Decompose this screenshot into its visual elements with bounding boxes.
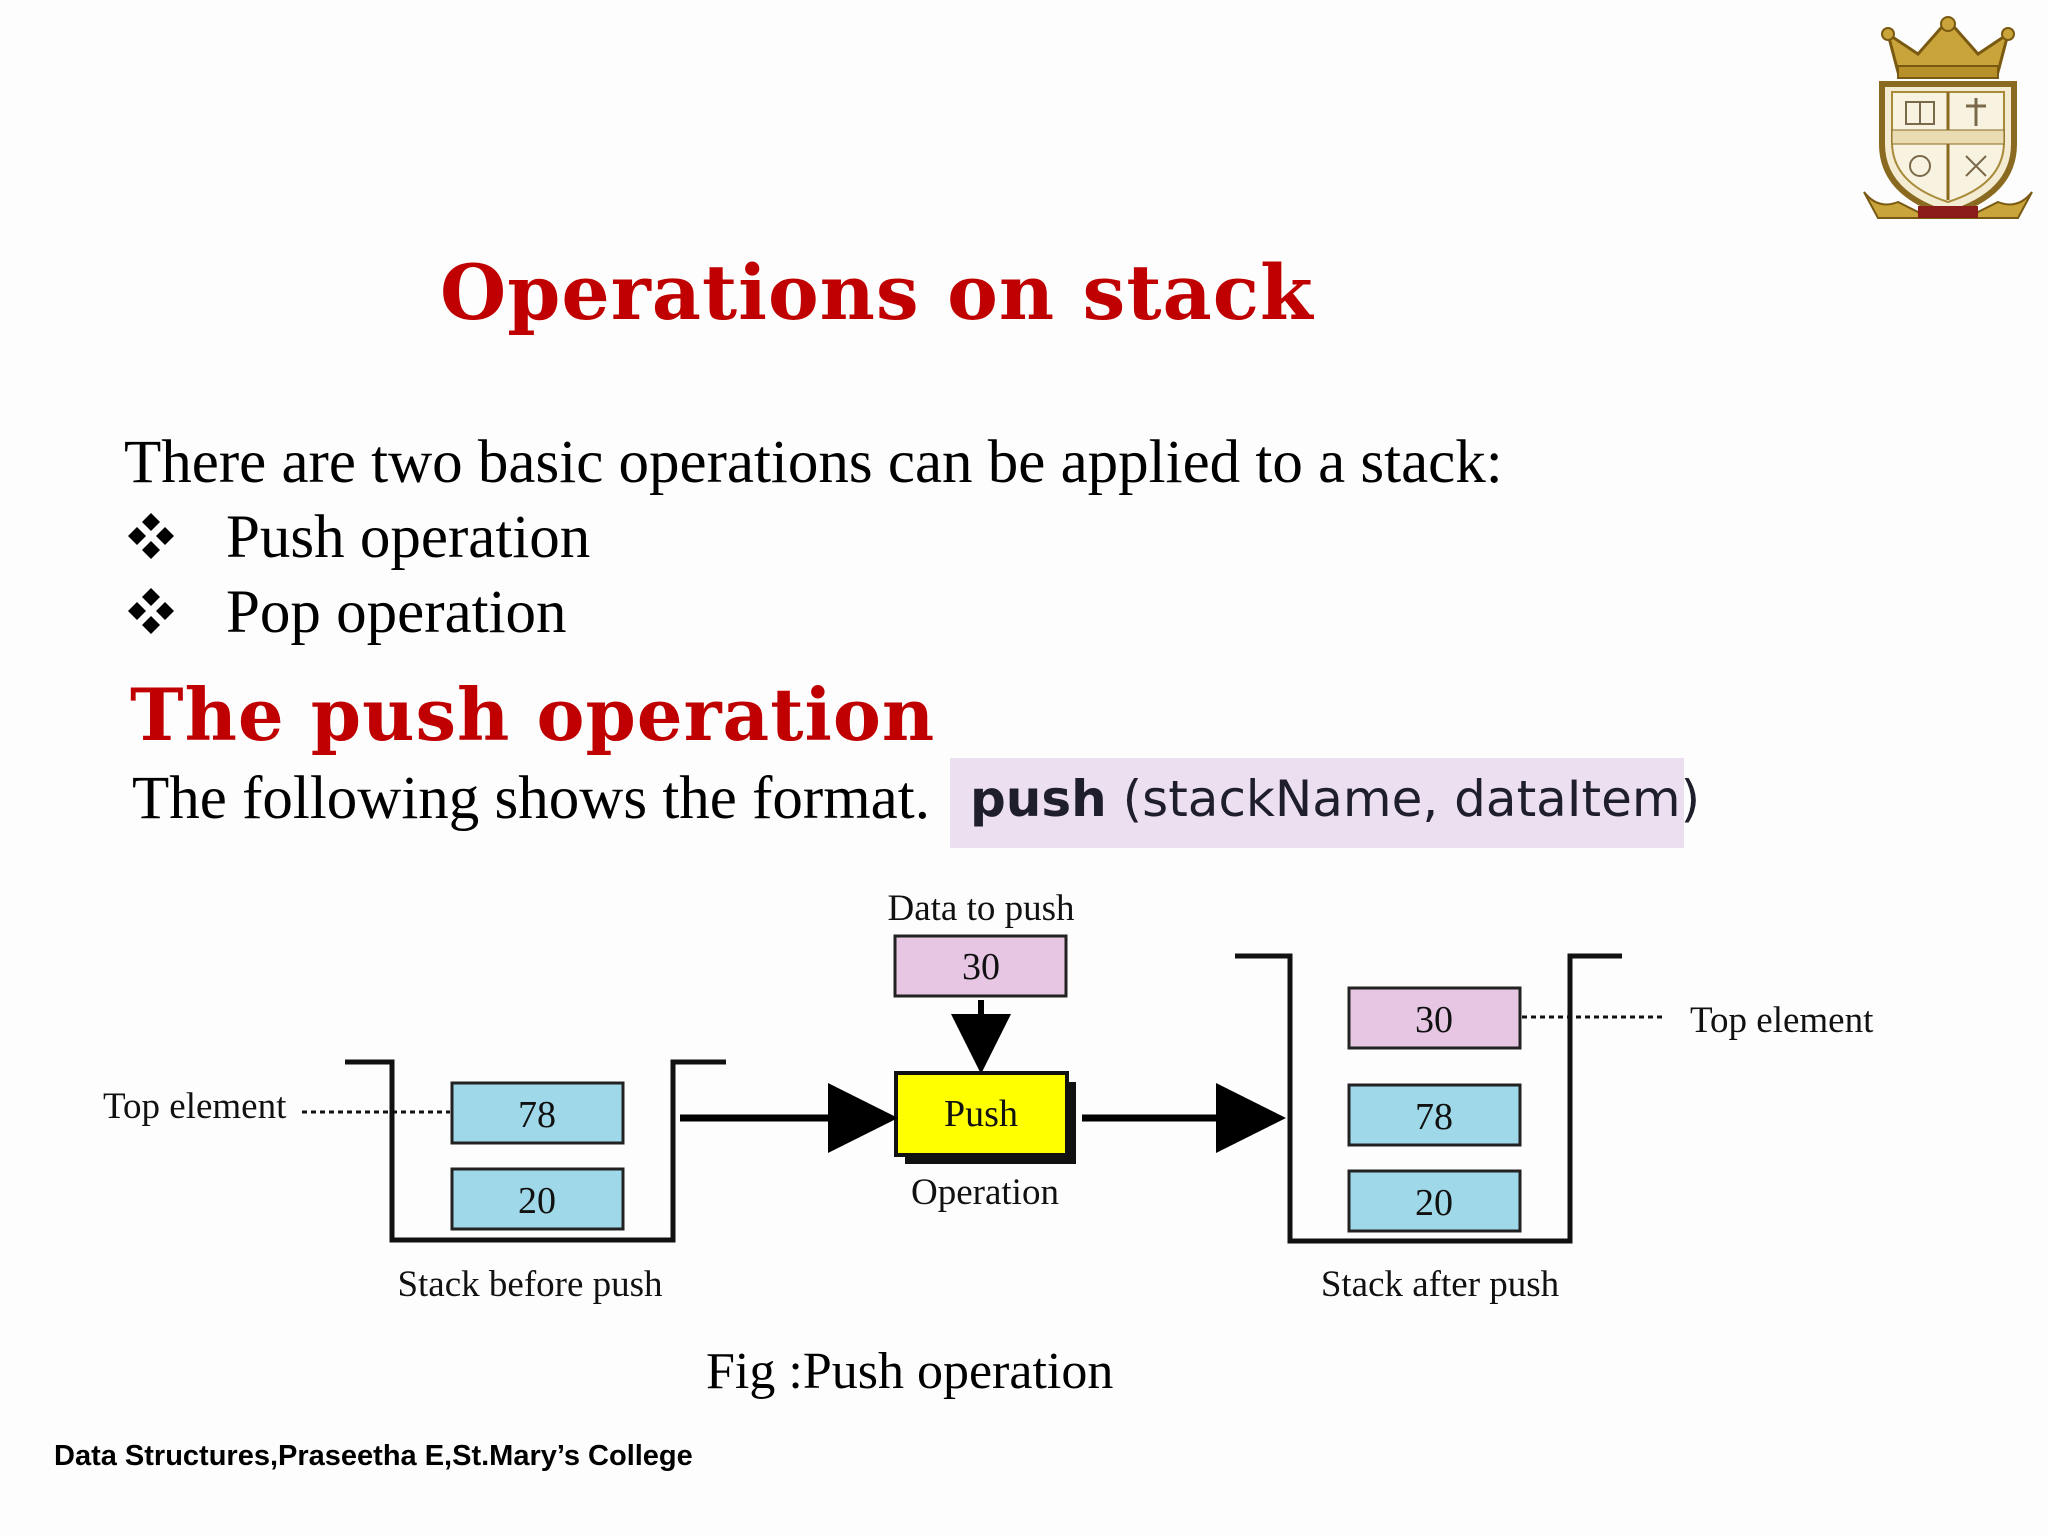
top-element-label-after: Top element bbox=[1690, 1000, 1874, 1041]
data-item-value: 30 bbox=[962, 946, 1000, 988]
diamond-bullet-icon bbox=[128, 513, 174, 559]
stack-after-item bbox=[1347, 1083, 1522, 1147]
section-heading: The push operation bbox=[130, 672, 936, 757]
stack-before-item-value: 20 bbox=[518, 1180, 556, 1222]
stack-after-container bbox=[1235, 953, 1622, 1244]
stack-before-item bbox=[450, 1081, 625, 1145]
stack-after-item-value: 78 bbox=[1415, 1096, 1453, 1138]
figure-caption: Fig :Push operation bbox=[706, 1343, 1114, 1400]
stack-before-container bbox=[345, 1059, 726, 1243]
top-element-label-before: Top element bbox=[103, 1086, 287, 1127]
stack-after-caption: Stack after push bbox=[1321, 1264, 1560, 1305]
code-keyword: push bbox=[970, 770, 1107, 828]
slide-footer: Data Structures,Praseetha E,St.Mary’s Co… bbox=[54, 1440, 693, 1472]
push-box bbox=[894, 1071, 1069, 1157]
format-code-box: push (stackName, dataItem) bbox=[950, 758, 1700, 848]
data-item-box bbox=[893, 934, 1068, 998]
data-to-push-label: Data to push bbox=[887, 888, 1075, 929]
intro-text: There are two basic operations can be ap… bbox=[124, 429, 1503, 496]
stack-before-item-value: 78 bbox=[518, 1094, 556, 1136]
push-label: Push bbox=[944, 1093, 1018, 1135]
diamond-bullet-icon bbox=[128, 588, 174, 634]
format-text: The following shows the format. bbox=[132, 765, 930, 832]
stack-before-item bbox=[450, 1167, 625, 1231]
bullet-label: Pop operation bbox=[226, 579, 567, 646]
slide-title: Operations on stack bbox=[440, 248, 1314, 337]
stack-after-item-value: 30 bbox=[1415, 999, 1453, 1041]
format-code: push (stackName, dataItem) bbox=[970, 770, 1700, 828]
stack-after-item bbox=[1347, 1169, 1522, 1233]
operation-label: Operation bbox=[911, 1172, 1059, 1213]
stack-after-item bbox=[1347, 986, 1522, 1050]
code-args: (stackName, dataItem) bbox=[1106, 770, 1701, 828]
stack-after-item-value: 20 bbox=[1415, 1182, 1453, 1224]
stack-before-caption: Stack before push bbox=[397, 1264, 663, 1305]
college-crest-logo bbox=[1863, 16, 2033, 219]
bullet-label: Push operation bbox=[226, 504, 591, 571]
